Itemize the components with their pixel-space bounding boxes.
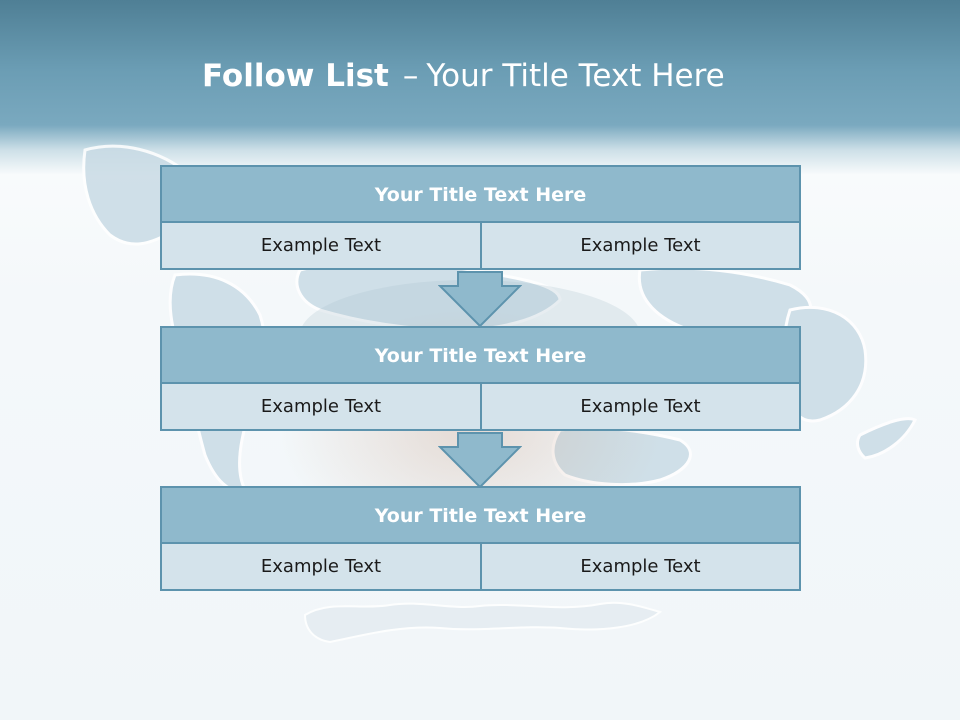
block-cell-right[interactable]: Example Text xyxy=(482,384,799,429)
slide-title-dash: – xyxy=(402,58,419,94)
block-title[interactable]: Your Title Text Here xyxy=(162,328,799,384)
list-block-1: Your Title Text Here Example Text Exampl… xyxy=(160,165,801,270)
header-band xyxy=(0,0,960,175)
list-block-3: Your Title Text Here Example Text Exampl… xyxy=(160,486,801,591)
block-cell-left[interactable]: Example Text xyxy=(162,223,482,268)
block-cell-left[interactable]: Example Text xyxy=(162,384,482,429)
slide-title: Follow List–Your Title Text Here xyxy=(202,56,725,96)
block-cell-left[interactable]: Example Text xyxy=(162,544,482,589)
slide-title-rest: Your Title Text Here xyxy=(426,58,725,94)
arrow-down-icon xyxy=(438,271,522,327)
block-cell-right[interactable]: Example Text xyxy=(482,223,799,268)
list-block-2: Your Title Text Here Example Text Exampl… xyxy=(160,326,801,431)
slide-title-bold: Follow List xyxy=(202,58,389,94)
block-title[interactable]: Your Title Text Here xyxy=(162,167,799,223)
arrow-down-icon xyxy=(438,432,522,488)
block-title[interactable]: Your Title Text Here xyxy=(162,488,799,544)
block-cell-right[interactable]: Example Text xyxy=(482,544,799,589)
